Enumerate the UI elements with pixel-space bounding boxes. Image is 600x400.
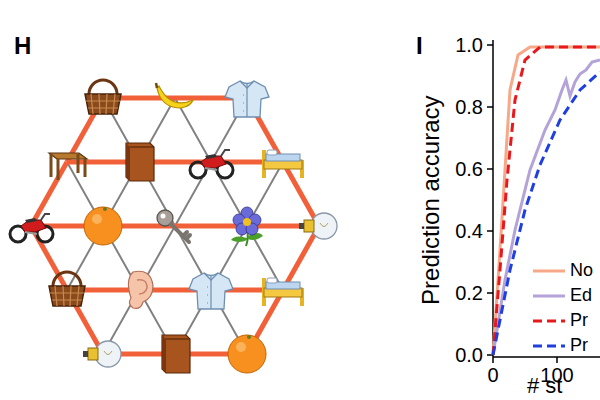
tick-label: 0.6 [455,158,483,180]
tick-label: 0.4 [455,220,483,242]
tick-label: 0.8 [455,96,483,118]
legend-label: No [570,261,593,281]
lattice-edge [31,162,67,226]
tick-label: 0 [487,364,498,386]
axis-title: Prediction accuracy [418,95,444,304]
tick-label: 1.0 [455,34,483,56]
accuracy-chart [487,40,600,363]
panel-letter: I [416,33,423,59]
lattice-edge [283,226,319,290]
axis-title: # st [527,374,562,398]
legend-label: Ed [570,286,592,306]
tick-label: 0.0 [455,344,483,366]
tick-label: 0.2 [455,282,483,304]
legend-label: Pr [570,311,588,331]
legend-label: Pr [570,336,588,356]
panel-letter: H [14,33,31,59]
